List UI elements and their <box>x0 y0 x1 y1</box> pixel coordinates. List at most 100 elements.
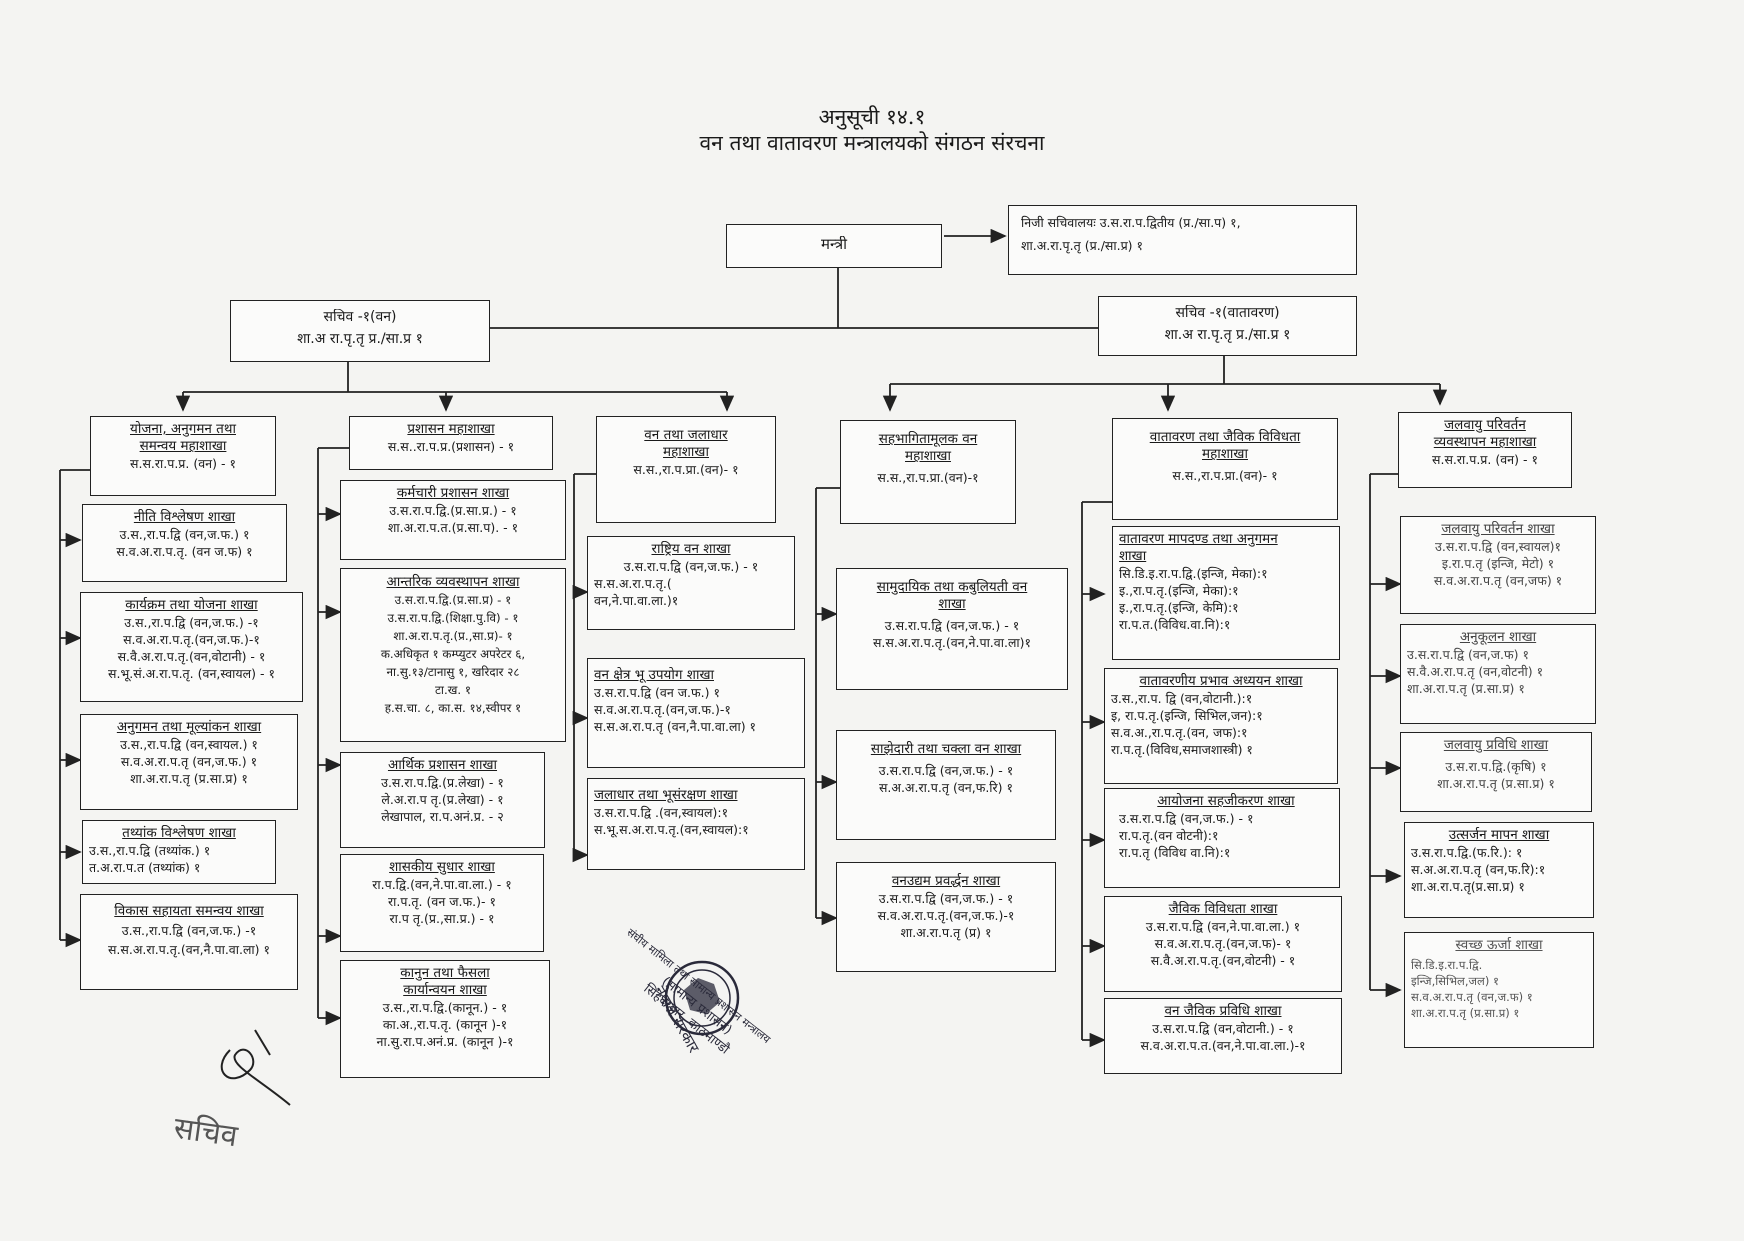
section-watershed-soil: जलाधार तथा भूसंरक्षण शाखा उ.स.रा.प.द्वि … <box>587 778 805 870</box>
section-community-leasehold: सामुदायिक तथा कबुलियती वन शाखा उ.स.रा.प.… <box>836 568 1068 690</box>
section-staff: उ.स.रा.प.द्वि (वन,वोटानी.) - १ <box>1152 1021 1294 1036</box>
section-heading: वन जैविक प्रविधि शाखा <box>1164 1003 1282 1019</box>
section-program-planning: कार्यक्रम तथा योजना शाखा उ.स.,रा.प.द्वि … <box>80 592 303 702</box>
section-partnership-block-forest: साझेदारी तथा चक्ला वन शाखा उ.स.रा.प.द्वि… <box>836 730 1056 840</box>
section-staff: सि.डि.इ.रा.प.द्वि. <box>1411 958 1483 972</box>
section-heading: उत्सर्जन मापन शाखा <box>1448 827 1550 843</box>
section-staff: उ.स.,रा.प. द्वि (वन,वोटानी.):१ <box>1111 691 1253 706</box>
section-staff: शा.अ.रा.प.तृ (प्र.सा.प्र) १ <box>1407 681 1525 696</box>
section-staff: स.व.अ.रा.प.तृ.(वन,ज.फ.)-१ <box>123 632 260 647</box>
section-forest-biotech: वन जैविक प्रविधि शाखा उ.स.रा.प.द्वि (वन,… <box>1104 998 1342 1074</box>
section-staff: इन्जि,सिभिल,जल) १ <box>1411 974 1499 988</box>
section-staff: रा.प.तृ.(विविध,समाजशास्त्री) १ <box>1111 742 1253 757</box>
section-staff: स.भू.सं.अ.रा.प.तृ. (वन,स्वायल) - १ <box>108 666 275 681</box>
section-staff: स.व.अ.रा.प.तृ (वन,जफ) १ <box>1433 573 1563 588</box>
section-staff: ना.सु.रा.प.अनं.प्र. (कानून )-१ <box>376 1034 514 1049</box>
section-env-impact: वातावरणीय प्रभाव अध्ययन शाखा उ.स.,रा.प. … <box>1104 668 1338 784</box>
division-heading: योजना, अनुगमन तथा <box>130 421 236 437</box>
section-heading: वन क्षेत्र भू उपयोग शाखा <box>594 667 714 683</box>
section-staff: उ.स.रा.प.द्वि (वन,ज.फ.) - १ <box>878 891 1014 906</box>
section-personnel-admin: कर्मचारी प्रशासन शाखा उ.स.रा.प.द्वि.(प्र… <box>340 480 566 560</box>
section-staff: उ.स.,रा.प.द्वि (वन,ज.फ.) -१ <box>121 923 257 938</box>
minister-box: मन्त्री <box>726 224 942 268</box>
section-staff: शा.अ.रा.प.त.(प्र.सा.प). - १ <box>387 520 519 535</box>
section-emission-measurement: उत्सर्जन मापन शाखा उ.स.रा.प.द्वि.(फ.रि.)… <box>1404 822 1594 918</box>
section-heading: साझेदारी तथा चक्ला वन शाखा <box>870 741 1022 757</box>
section-staff: उ.स.रा.प.द्वि .(वन,स्वायल):१ <box>594 805 729 820</box>
chart-title: वन तथा वातावरण मन्त्रालयको संगठन संरचना <box>699 131 1045 155</box>
division-staff: स.स.,रा.प.प्रा.(वन)- १ <box>633 462 739 477</box>
section-heading: वनउद्यम प्रवर्द्धन शाखा <box>891 873 1001 889</box>
section-heading: कार्यान्वयन शाखा <box>403 982 487 998</box>
division-heading: व्यवस्थापन महाशाखा <box>1433 434 1537 450</box>
section-staff: रा.प.तृ (विविध वा.नि):१ <box>1119 845 1231 860</box>
section-heading: आन्तरिक व्यवस्थापन शाखा <box>386 574 520 590</box>
section-forest-enterprise: वनउद्यम प्रवर्द्धन शाखा उ.स.रा.प.द्वि (व… <box>836 862 1056 972</box>
section-heading: शासकीय सुधार शाखा <box>389 859 495 875</box>
division-heading: महाशाखा <box>1202 446 1248 462</box>
section-staff: उ.स.रा.प.द्वि.(फ.रि.): १ <box>1411 845 1523 860</box>
section-staff: स.व.अ.रा.प.त.(वन,ने.पा.वा.ला.)-१ <box>1140 1038 1306 1053</box>
secretary-forest-title: सचिव -१(वन) <box>323 309 397 325</box>
section-law-judgement: कानुन तथा फैसला कार्यान्वयन शाखा उ.स.,रा… <box>340 960 550 1078</box>
division-heading: जलवायु परिवर्तन <box>1444 417 1526 433</box>
section-heading: सामुदायिक तथा कबुलियती वन <box>876 579 1028 595</box>
section-staff: स.भू.स.अ.रा.प.तृ.(वन,स्वायल):१ <box>594 822 749 837</box>
section-staff: शा.अ.रा.प.तृ.(प्र.,सा.प्र)- १ <box>393 629 513 643</box>
division-heading: वन तथा जलाधार <box>644 427 728 443</box>
division-staff: स.स..रा.प.प्र.(प्रशासन) - १ <box>387 439 515 454</box>
section-staff: उ.स.रा.प.द्वि.(शिक्षा.पु.वि) - १ <box>387 611 519 625</box>
section-staff: उ.स.रा.प.द्वि (वन,ज.फ.) - १ <box>884 618 1020 633</box>
section-staff: ह.स.चा. ८, का.स. १४,स्वीपर १ <box>384 701 522 715</box>
section-heading: कर्मचारी प्रशासन शाखा <box>396 485 510 501</box>
division-heading: महाशाखा <box>663 444 709 460</box>
section-staff: इ.,रा.प.तृ.(इन्जि, केमि):१ <box>1119 600 1239 615</box>
section-staff: स.अ.अ.रा.प.तृ (वन,फ.रि):१ <box>1411 862 1546 877</box>
section-staff: उ.स.रा.प.द्वि (वन,ने.पा.वा.ला.) १ <box>1145 919 1301 934</box>
section-heading: जलवायु प्रविधि शाखा <box>1443 737 1549 753</box>
section-financial-admin: आर्थिक प्रशासन शाखा उ.स.रा.प.द्वि.(प्र.ल… <box>340 752 545 848</box>
section-staff: उ.स.रा.प.द्वि.(प्र.सा.प्र.) - १ <box>389 503 517 518</box>
section-staff: शा.अ.रा.प.तृ (प्र.सा.प्र) १ <box>1437 776 1555 791</box>
private-secretariat-line: शा.अ.रा.पृ.तृ (प्र./सा.प्र) १ <box>1021 238 1144 253</box>
section-heading: आर्थिक प्रशासन शाखा <box>387 757 498 773</box>
section-staff: का.अ.,रा.प.तृ. (कानून )-१ <box>382 1017 508 1032</box>
section-forest-land-use: वन क्षेत्र भू उपयोग शाखा उ.स.रा.प.द्वि (… <box>587 658 805 768</box>
section-staff: रा.प.त.(विविध.वा.नि):१ <box>1119 617 1231 632</box>
section-staff: उ.स.,रा.प.द्वि.(कानून.) - १ <box>382 1000 508 1015</box>
section-staff: स.वै.अ.रा.प.तृ (वन,वोटनी) १ <box>1407 664 1544 679</box>
section-biodiversity: जैविक विविधता शाखा उ.स.रा.प.द्वि (वन,ने.… <box>1104 896 1342 992</box>
section-staff: स.स.अ.रा.प.तृ.(वन,ने.पा.वा.ला)१ <box>872 635 1032 650</box>
division-participatory-forest: सहभागितामूलक वन महाशाखा स.स.,रा.प.प्रा.(… <box>840 420 1016 524</box>
section-staff: सि.डि.इ.रा.प.द्वि.(इन्जि, मेका):१ <box>1119 566 1268 581</box>
section-staff: शा.अ.रा.प.तृ (प्र) १ <box>900 925 992 940</box>
section-climate-change: जलवायु परिवर्तन शाखा उ.स.रा.प.द्वि (वन,स… <box>1400 516 1596 614</box>
section-heading: कार्यक्रम तथा योजना शाखा <box>125 597 258 613</box>
section-staff: स.व.अ.रा.प.तृ (वन,ज.फ.) १ <box>120 754 258 769</box>
division-heading: सहभागितामूलक वन <box>878 431 978 447</box>
section-staff: उ.स.रा.प.द्वि.(कृषि) १ <box>1445 759 1547 774</box>
section-heading: विकास सहायता समन्वय शाखा <box>114 903 264 919</box>
section-development-aid: विकास सहायता समन्वय शाखा उ.स.,रा.प.द्वि … <box>80 894 298 990</box>
section-staff: उ.स.रा.प.द्वि (वन,ज.फ.) - १ <box>1119 811 1254 826</box>
official-stamp: नेपाल सरकार <box>651 960 740 1056</box>
section-staff: इ, रा.प.तृ.(इन्जि, सिभिल,जन):१ <box>1111 708 1263 723</box>
section-staff: त.अ.रा.प.त (तथ्यांक) १ <box>89 860 201 875</box>
section-climate-technology: जलवायु प्रविधि शाखा उ.स.रा.प.द्वि.(कृषि)… <box>1400 732 1592 812</box>
section-staff: रा.प तृ.(प्र.,सा.प्र.) - १ <box>389 911 495 926</box>
section-staff: उ.स.रा.प.द्वि (वन,ज.फ.) - १ <box>623 559 759 574</box>
division-heading: समन्वय महाशाखा <box>139 438 227 454</box>
section-staff: वन,ने.पा.वा.ला.)१ <box>594 593 679 608</box>
section-heading: वातावरण मापदण्ड तथा अनुगमन <box>1119 531 1278 547</box>
section-staff: शा.अ.रा.प.तृ (प्र.सा.प्र) १ <box>1411 1006 1520 1020</box>
section-staff: स.व.अ.रा.प.तृ.(वन,ज.फ)- १ <box>1154 936 1292 951</box>
section-staff: रा.प.तृ.(वन वोटनी):१ <box>1119 828 1219 843</box>
section-heading: कानुन तथा फैसला <box>400 965 490 981</box>
section-staff: ना.सु.१३/टानासु १, खरिदार २८ <box>386 665 520 679</box>
section-staff: उ.स.रा.प.द्वि.(प्र.सा.प्र) - १ <box>394 593 512 607</box>
section-heading: आयोजना सहजीकरण शाखा <box>1157 793 1295 809</box>
section-staff: उ.स.रा.प.द्वि (वन,ज.फ) १ <box>1407 647 1530 662</box>
section-staff: रा.प.द्वि.(वन,ने.पा.वा.ला.) - १ <box>372 877 512 892</box>
division-planning: योजना, अनुगमन तथा समन्वय महाशाखा स.स.रा.… <box>90 416 276 496</box>
section-staff: शा.अ.रा.प.तृ (प्र.सा.प्र) १ <box>130 771 248 786</box>
